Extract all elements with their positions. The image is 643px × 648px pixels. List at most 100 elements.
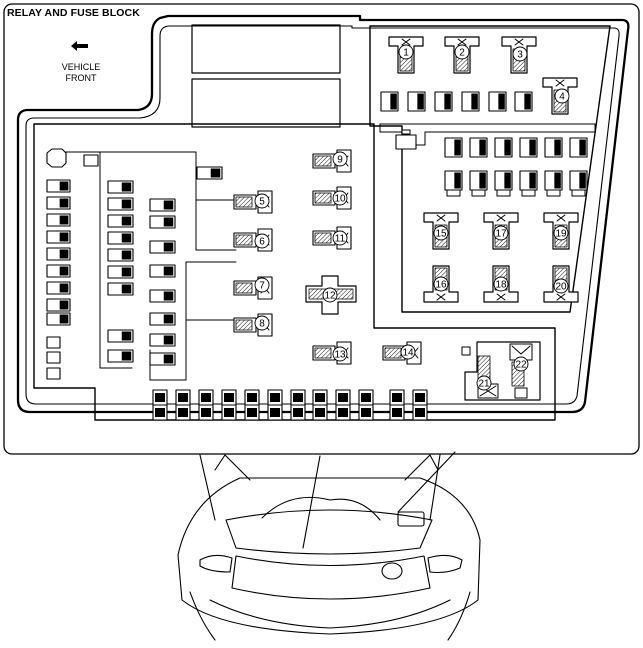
large-box-upper xyxy=(191,24,341,74)
fuse-bottom-row xyxy=(221,389,237,421)
fuse-bottom-row xyxy=(312,389,328,421)
fuse-bottom-row xyxy=(175,389,191,421)
fuse-left-col xyxy=(46,298,71,312)
callout-text-3: 3 xyxy=(517,50,523,61)
callout-13: 13 xyxy=(332,346,348,362)
fuse-col-2 xyxy=(107,214,134,228)
callout-text-7: 7 xyxy=(259,281,265,292)
front-arrow-icon xyxy=(71,41,88,51)
brand-emblem xyxy=(381,562,403,580)
fuse-col-2 xyxy=(107,231,134,245)
callout-text-6: 6 xyxy=(259,237,265,248)
block-outline-outer xyxy=(16,14,630,414)
hood-edge xyxy=(214,454,439,481)
callout-14: 14 xyxy=(400,344,416,360)
callout-18: 18 xyxy=(493,276,509,292)
fuse-foot xyxy=(446,189,461,197)
callout-20: 20 xyxy=(553,278,569,294)
callout-text-4: 4 xyxy=(559,92,565,103)
fuse-upper-row xyxy=(407,91,426,112)
fuse-right-row-1 xyxy=(519,137,538,158)
callout-text-17: 17 xyxy=(495,229,507,240)
callout-text-14: 14 xyxy=(402,348,414,359)
fuse-left-col xyxy=(46,213,71,227)
callout-22: 22 xyxy=(513,356,529,372)
fuse-col-2 xyxy=(107,329,134,343)
callout-3: 3 xyxy=(512,46,528,62)
callout-4: 4 xyxy=(554,88,570,104)
fuse-left-col xyxy=(46,179,71,193)
fuse-bottom-row xyxy=(152,389,168,421)
fuse-right-row-2 xyxy=(494,170,513,191)
callout-21: 21 xyxy=(476,375,492,391)
front-label-line2: FRONT xyxy=(65,73,97,83)
fuse-right-row-2 xyxy=(444,170,463,191)
fuse-foot xyxy=(521,189,536,197)
left-headlight xyxy=(199,554,233,573)
fuse-bottom-row xyxy=(290,389,306,421)
callout-1: 1 xyxy=(398,44,414,60)
connector-plug xyxy=(46,148,99,168)
callout-text-15: 15 xyxy=(435,229,447,240)
fuse-right-row-1 xyxy=(544,137,563,158)
callout-text-20: 20 xyxy=(555,282,567,293)
large-box-lower xyxy=(191,78,341,128)
fuse-col-3 xyxy=(149,333,176,347)
car-body-outline xyxy=(177,477,481,635)
fuse-col-3 xyxy=(149,240,176,254)
engine-cover xyxy=(261,496,381,521)
callout-text-1: 1 xyxy=(403,48,409,59)
fuse-col-3 xyxy=(149,352,176,366)
front-grille-outline xyxy=(231,555,431,600)
callout-16: 16 xyxy=(433,276,449,292)
fuse-left-col xyxy=(46,247,71,261)
callout-9: 9 xyxy=(332,151,348,167)
fuse-bottom-row xyxy=(412,389,428,421)
hood-struts xyxy=(199,454,441,521)
fuse-right-row-2 xyxy=(469,170,488,191)
fuse-col-2 xyxy=(107,248,134,262)
front-label-line1: VEHICLE xyxy=(61,62,101,72)
lower-bay-outline xyxy=(33,123,556,421)
fuse-right-row-2 xyxy=(544,170,563,191)
fuse-col-3 xyxy=(149,264,176,278)
fuse-bottom-row xyxy=(267,389,283,421)
callout-12: 12 xyxy=(322,287,338,303)
fuse-right-row-2 xyxy=(519,170,538,191)
callout-text-5: 5 xyxy=(259,197,265,208)
fuse-left-col xyxy=(46,264,71,278)
callout-8: 8 xyxy=(254,315,270,331)
spare-slot xyxy=(46,351,61,364)
engine-bay xyxy=(225,509,433,555)
fuse-foot xyxy=(471,189,486,197)
diagram-title: RELAY AND FUSE BLOCK xyxy=(7,7,140,19)
fuse-col-2 xyxy=(107,282,134,296)
fuse-col-3 xyxy=(149,215,176,229)
callout-text-18: 18 xyxy=(495,280,507,291)
callout-text-19: 19 xyxy=(555,229,567,240)
bumper-lines xyxy=(189,591,471,641)
fuse-bottom-row xyxy=(198,389,214,421)
upper-bay-outline xyxy=(369,25,611,313)
fuse-bottom-row xyxy=(335,389,351,421)
callout-2: 2 xyxy=(454,44,470,60)
fuse-col-3 xyxy=(149,198,176,212)
fuse-col-3 xyxy=(149,312,176,326)
callout-17: 17 xyxy=(493,225,509,241)
fuse-col-2 xyxy=(107,349,134,363)
fuse-bottom-row xyxy=(244,389,260,421)
callout-text-8: 8 xyxy=(259,319,265,330)
callout-text-22: 22 xyxy=(515,360,527,371)
callout-text-2: 2 xyxy=(459,48,465,59)
fuse-foot xyxy=(571,189,586,197)
spare-slot xyxy=(46,367,61,380)
fuse-right-row-1 xyxy=(469,137,488,158)
fuse-upper-row xyxy=(514,91,533,112)
vehicle-front-label: VEHICLE FRONT xyxy=(52,62,110,84)
fuse-foot xyxy=(546,189,561,197)
callout-text-12: 12 xyxy=(324,291,336,302)
fuse-right-row-1 xyxy=(569,137,588,158)
fuse-col-2 xyxy=(107,180,134,194)
